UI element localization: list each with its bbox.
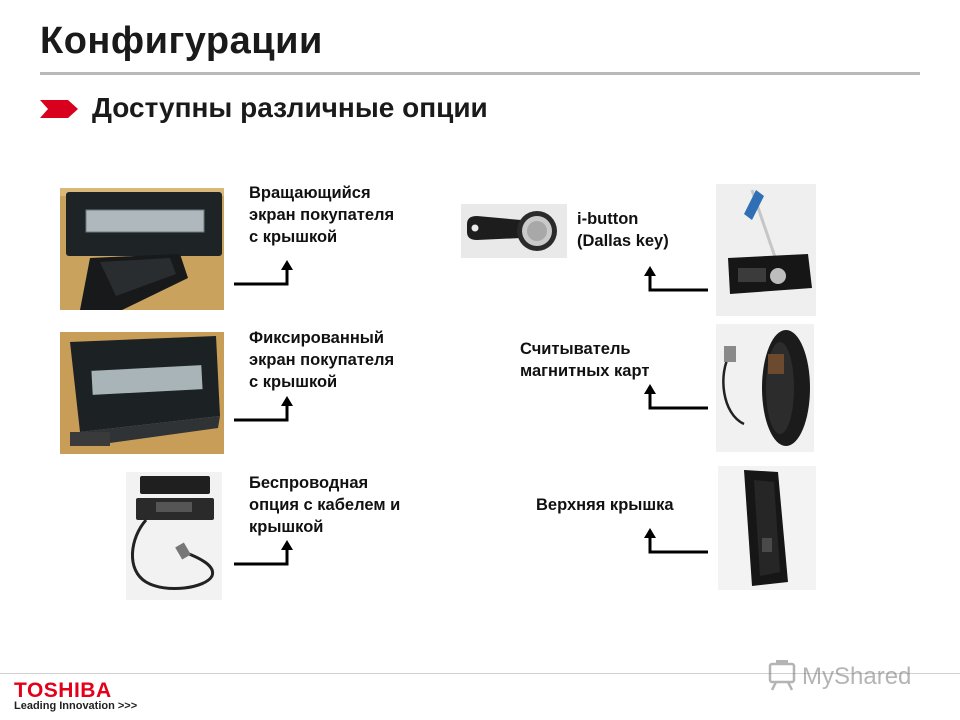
fixed-display-label: Фиксированный экран покупателя с крышкой	[249, 329, 395, 391]
i-button-label: i-button (Dallas key)	[577, 210, 669, 250]
rotating-display-label: Вращающийся экран покупателя с крышкой	[249, 184, 395, 246]
rotating-customer-display-photo	[60, 188, 224, 310]
top-cover-with-i-button-photo	[716, 184, 816, 316]
brand-logo: TOSHIBA	[14, 679, 112, 702]
connector-arrow-icon	[644, 266, 708, 292]
cordless-option-photo	[126, 472, 222, 600]
connector-arrow-icon	[644, 384, 708, 410]
magnetic-card-reader-label: Считыватель магнитных карт	[520, 340, 650, 380]
footer-divider	[0, 673, 960, 674]
magnetic-card-reader-photo	[716, 324, 814, 452]
fixed-customer-display-photo	[60, 332, 224, 454]
connector-arrow-icon	[234, 540, 293, 566]
connector-arrow-icon	[234, 260, 293, 286]
myshared-watermark-logo: MyShared	[768, 660, 911, 691]
brand-tagline: Leading Innovation >>>	[14, 700, 138, 712]
i-button-key-photo	[461, 204, 567, 258]
svg-text:MyShared: MyShared	[802, 663, 911, 690]
slide-subtitle: Доступны различные опции	[92, 92, 488, 123]
red-arrow-bullet-icon	[40, 100, 78, 118]
top-cover-photo	[718, 466, 816, 590]
slide-title: Конфигурации	[40, 20, 323, 62]
connector-arrow-icon	[234, 396, 293, 422]
connector-arrow-icon	[644, 528, 708, 554]
title-divider	[40, 72, 920, 75]
top-cover-label: Верхняя крышка	[536, 496, 674, 514]
cordless-option-label: Беспроводная опция с кабелем и крышкой	[249, 474, 401, 536]
